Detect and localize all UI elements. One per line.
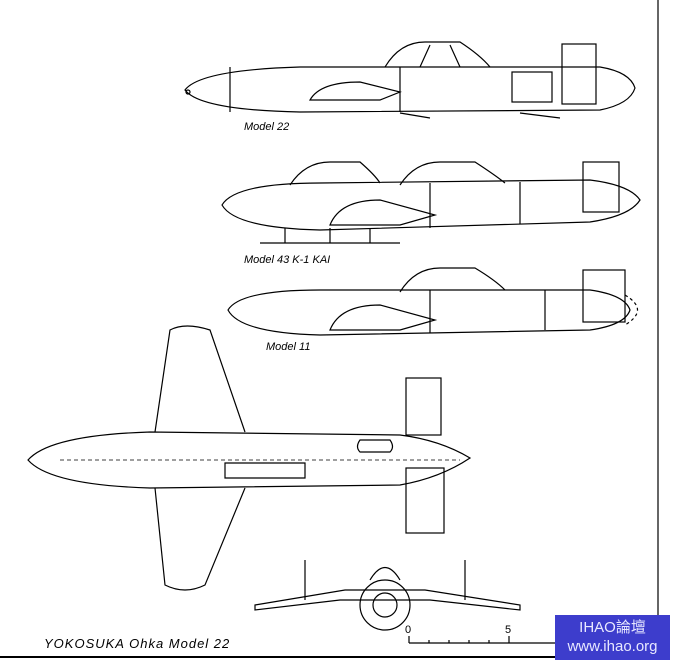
scale-label-0: 0	[405, 624, 412, 636]
model11-side-view	[227, 267, 639, 336]
watermark-line2: www.ihao.org	[567, 638, 658, 655]
model22-side-view	[184, 41, 636, 119]
scale-bar	[408, 636, 560, 644]
model43-side-view	[221, 161, 641, 244]
watermark: IHAO論壇 www.ihao.org	[555, 615, 670, 660]
caption-model43: Model 43 K-1 KAI	[244, 254, 331, 266]
scale-label-5: 5	[505, 624, 512, 636]
watermark-line1: IHAO論壇	[579, 619, 646, 636]
drawing-title: YOKOSUKA Ohka Model 22	[44, 636, 231, 651]
caption-model22: Model 22	[244, 121, 290, 133]
caption-model11: Model 11	[266, 341, 311, 353]
top-plan-view	[27, 325, 472, 591]
front-view	[254, 560, 521, 631]
